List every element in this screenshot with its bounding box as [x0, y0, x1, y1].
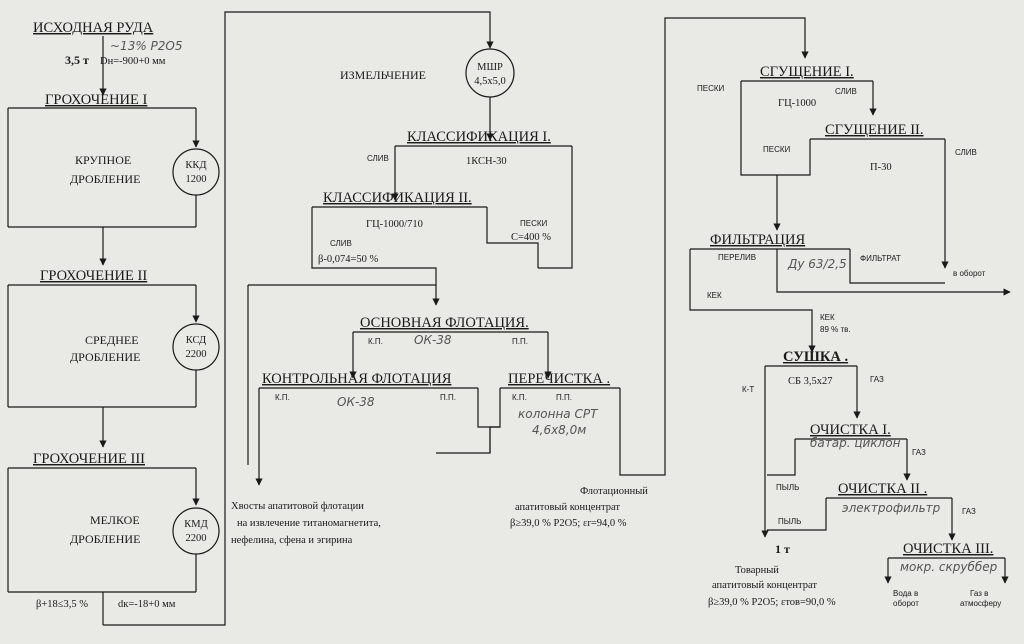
clean3-note: мокр. скруббер [900, 560, 998, 574]
cleaning-pp: П.П. [556, 393, 572, 402]
water-label2: оборот [893, 599, 919, 608]
conc-line2: апатитовый концентрат [515, 502, 620, 513]
filt-cake: КЕК [707, 291, 722, 300]
filt-filtrate: ФИЛЬТРАТ [860, 254, 901, 263]
crusher3-label-a: КМД [184, 519, 208, 530]
crush1-line1: КРУПНОЕ [75, 153, 131, 167]
ore-note: ~13% P2O5 [110, 39, 183, 53]
crushing-circuit: ИСХОДНАЯ РУДА ~13% P2O5 3,5 т Dн=-900+0 … [7, 11, 494, 626]
thick1-sands: ПЕСКИ [697, 84, 725, 93]
class2-equip: ГЦ-1000/710 [366, 219, 423, 230]
bottom-beta: β+18≤3,5 % [36, 599, 88, 610]
tails-line3: нефелина, сфена и эгирина [231, 535, 353, 546]
cleaning-kp: К.П. [512, 393, 527, 402]
ore-size: Dн=-900+0 мм [100, 56, 166, 67]
water-label: Вода в [893, 589, 918, 598]
mass-out: 1 т [775, 542, 790, 556]
cake2-label: КЕК [820, 313, 835, 322]
clean2-dust: ПЫЛЬ [778, 517, 801, 526]
filt-return: в оборот [953, 269, 986, 278]
flot-main-pp: П.П. [512, 337, 528, 346]
final-line3: β≥39,0 % P2O5; εтов=90,0 % [708, 597, 836, 608]
thick2-equip: П-30 [870, 162, 892, 173]
drying-kt: К-Т [742, 385, 754, 394]
mill-label-b: 4,5х5,0 [474, 76, 506, 87]
flot-main-kp: К.П. [368, 337, 383, 346]
class2-title: КЛАССИФИКАЦИЯ II. [323, 190, 472, 206]
clean1-gas: ГАЗ [912, 448, 926, 457]
crusher2-label-a: КСД [186, 335, 206, 346]
conc-line3: β≥39,0 % P2O5; εr=94,0 % [510, 518, 627, 529]
screen1-title: ГРОХОЧЕНИЕ I [45, 92, 148, 108]
cleaning-note1: колонна СРТ [518, 407, 599, 421]
mill-circle [465, 48, 515, 98]
crusher3-label-b: 2200 [186, 533, 207, 544]
final-line1: Товарный [735, 565, 779, 576]
cake2-moist: 89 % тв. [820, 325, 851, 334]
crusher2-label-b: 2200 [186, 349, 207, 360]
drying-gas: ГАЗ [870, 375, 884, 384]
clean2-gas: ГАЗ [962, 507, 976, 516]
thick2-title: СГУЩЕНИЕ II. [825, 122, 924, 138]
crush2-line2: ДРОБЛЕНИЕ [70, 350, 140, 364]
cleaning-note2: 4,6х8,0м [532, 423, 586, 437]
clean3-title: ОЧИСТКА III. [903, 541, 993, 557]
class2-sands: ПЕСКИ [520, 219, 548, 228]
ore-mass: 3,5 т [65, 53, 89, 67]
crush1-line2: ДРОБЛЕНИЕ [70, 172, 140, 186]
clean2-title: ОЧИСТКА II . [838, 481, 927, 497]
flot-control-title: КОНТРОЛЬНАЯ ФЛОТАЦИЯ [262, 371, 452, 387]
thick1-equip: ГЦ-1000 [778, 98, 816, 109]
class2-beta: β-0,074=50 % [318, 254, 379, 265]
cleaning-title: ПЕРЕЧИСТКА . [508, 371, 610, 387]
thick2-sands: ПЕСКИ [763, 145, 791, 154]
conc-line1: Флотационный [580, 486, 648, 497]
crusher1-label-b: 1200 [186, 174, 207, 185]
clean2-note: электрофильтр [842, 501, 941, 515]
class1-equip: 1КСН-30 [466, 156, 507, 167]
filt-note: Дy 63/2,5 [787, 257, 847, 271]
ore-title: ИСХОДНАЯ РУДА [33, 20, 154, 36]
final-line2: апатитовый концентрат [712, 580, 817, 591]
class2-overflow: СЛИВ [330, 239, 352, 248]
clean1-note: батар. циклон [810, 436, 901, 450]
tails-line1: Хвосты апатитовой флотации [231, 501, 364, 512]
flot-control-pp: П.П. [440, 393, 456, 402]
flot-control-note: ОК-38 [337, 395, 375, 409]
crusher3-circle [172, 507, 220, 555]
tails-line2: на извлечение титаномагнетита, [237, 518, 381, 529]
class1-title: КЛАССИФИКАЦИЯ I. [407, 129, 551, 145]
grinding-flotation-circuit: ИЗМЕЛЬЧЕНИЕ МШР 4,5х5,0 КЛАССИФИКАЦИЯ I.… [231, 17, 809, 546]
drying-title: СУШКА . [783, 349, 848, 365]
class1-overflow: СЛИВ [367, 154, 389, 163]
crush2-line1: СРЕДНЕЕ [85, 333, 139, 347]
gas-out-label2: атмосферу [960, 599, 1001, 608]
screen3-title: ГРОХОЧЕНИЕ III [33, 451, 145, 467]
screen2-title: ГРОХОЧЕНИЕ II [40, 268, 147, 284]
thick2-overflow: СЛИВ [955, 148, 977, 157]
filtration-title: ФИЛЬТРАЦИЯ [710, 232, 805, 248]
filt-overflow: ПЕРЕЛИВ [718, 253, 756, 262]
drying-equip: СБ 3,5х27 [788, 376, 833, 387]
clean1-title: ОЧИСТКА I. [810, 422, 891, 438]
flot-control-kp: К.П. [275, 393, 290, 402]
bottom-size: dк=-18+0 мм [118, 599, 176, 610]
mill-label-a: МШР [477, 62, 503, 73]
crusher2-circle [172, 323, 220, 371]
clean1-dust: ПЫЛЬ [776, 483, 799, 492]
class2-load: С=400 % [511, 232, 551, 243]
flot-main-title: ОСНОВНАЯ ФЛОТАЦИЯ. [360, 315, 529, 331]
crusher1-circle [172, 148, 220, 196]
dewatering-drying-circuit: СГУЩЕНИЕ I. ПЕСКИ ГЦ-1000 СЛИВ СГУЩЕНИЕ … [689, 64, 1011, 608]
thick1-overflow: СЛИВ [835, 87, 857, 96]
grinding-title: ИЗМЕЛЬЧЕНИЕ [340, 68, 426, 82]
thick1-title: СГУЩЕНИЕ I. [760, 64, 854, 80]
crusher1-label-a: ККД [185, 160, 206, 171]
crush3-line1: МЕЛКОЕ [90, 513, 140, 527]
flot-main-note: ОК-38 [414, 333, 452, 347]
crush3-line2: ДРОБЛЕНИЕ [70, 532, 140, 546]
gas-out-label: Газ в [970, 589, 988, 598]
